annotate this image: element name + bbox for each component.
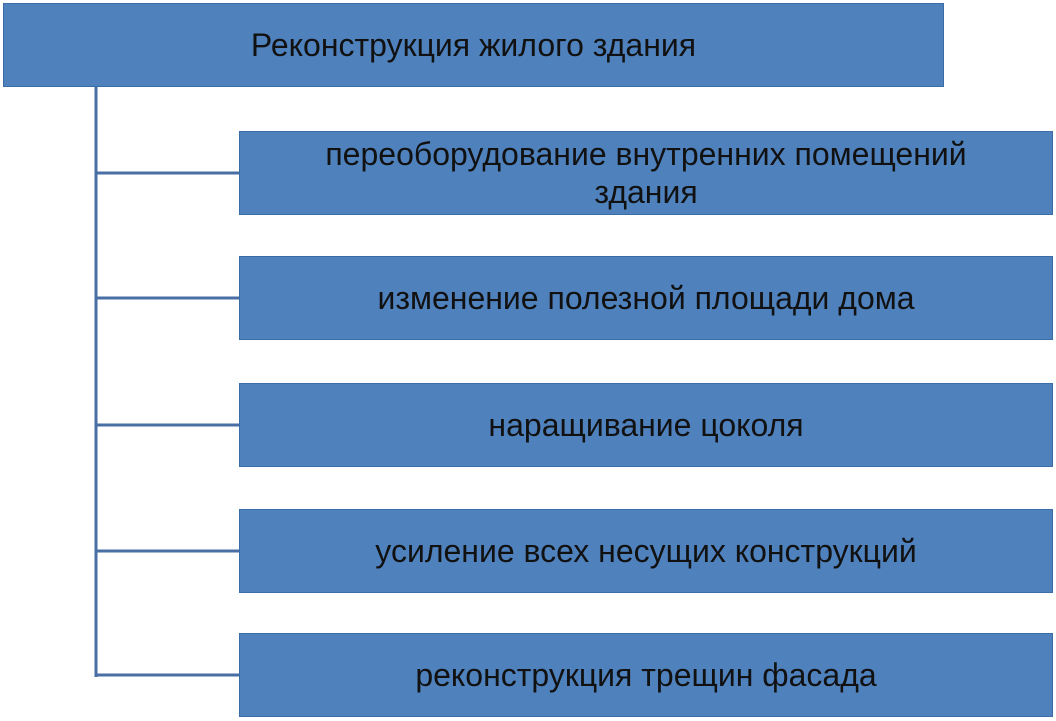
child-node-label: реконструкция трещин фасада: [415, 657, 877, 693]
child-node-2: изменение полезной площади дома: [239, 256, 1053, 340]
child-node-1: переоборудование внутренних помещений зд…: [239, 131, 1053, 215]
root-node: Реконструкция жилого здания: [3, 3, 944, 87]
child-node-4: усиление всех несущих конструкций: [239, 509, 1053, 593]
root-node-label: Реконструкция жилого здания: [250, 27, 697, 63]
child-node-label: наращивание цоколя: [488, 407, 804, 443]
child-node-label: переоборудование внутренних помещений зд…: [325, 136, 967, 210]
child-node-3: наращивание цоколя: [239, 383, 1053, 467]
child-node-label: изменение полезной площади дома: [377, 280, 915, 316]
child-node-label: усиление всех несущих конструкций: [375, 533, 917, 569]
child-node-5: реконструкция трещин фасада: [239, 633, 1053, 717]
